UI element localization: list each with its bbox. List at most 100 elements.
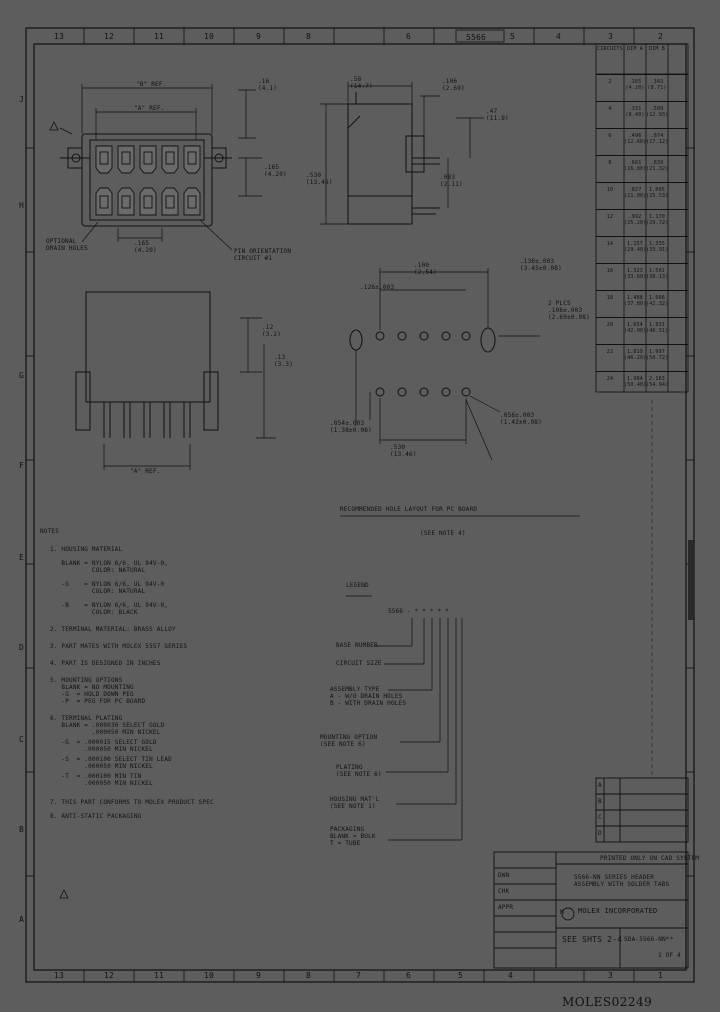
col-b-3: 3 [608,971,614,980]
dim-a-ref-front: "A" REF. [130,468,161,475]
legend-title: LEGEND [346,582,369,589]
top-view-dims [59,84,262,251]
dim-165-pitch: .165 (4.20) [134,240,157,254]
table-cell-dim-a: .661 (16.80) [624,160,647,172]
table-cell-circuits: 4 [608,106,612,112]
note-line: -P = PEG FOR PC BOARD [50,698,146,705]
table-cell-dim-a: 1.984 (50.40) [624,376,647,388]
table-cell-dim-a: 1.157 (29.40) [624,241,647,253]
table-cell-circuits: 20 [606,322,614,328]
col-b-5: 5 [458,971,464,980]
col-dim-b: DIM B [648,46,666,52]
note-line: COLOR: NATURAL [50,588,146,595]
dim-pcb-b: .100 (2.54) [414,262,437,276]
table-cell-dim-a: 1.654 (42.00) [624,322,647,334]
row-A: A [19,915,25,924]
note-line: BLANK = NYLON 6/6, UL 94V-0, [50,560,169,567]
col-b-10: 10 [204,971,215,980]
table-row: 6.496 (12.60).674 (17.12) [596,128,688,155]
row-B: B [19,825,25,834]
table-cell-dim-b: 1.005 (25.53) [646,187,669,199]
front-view-dims [103,317,276,470]
dim-106: .106 (2.69) [442,78,465,92]
note-line: BLANK = .000030 SELECT GOLD [50,722,165,729]
outer-border [25,27,695,983]
note-line: 6. TERMINAL PLATING [50,715,123,722]
table-cell-circuits: 24 [606,376,614,382]
table-cell-circuits: 8 [608,160,612,166]
legend-assembly-type: ASSEMBLY TYPE A - W/O DRAIN HOLES B - WI… [330,686,407,707]
dim-126: .126±.003 [360,284,395,291]
col-10: 10 [204,32,215,41]
approval-dwn: DWN [498,872,510,879]
row-C: C [19,735,25,744]
col-b-1: 1 [658,971,664,980]
inner-border [33,43,687,971]
see-sheets: SEE SHTS 2-4 [562,935,623,944]
dim-530: .530 (13.46) [306,172,333,186]
col-b-7: 7 [356,971,362,980]
legend-housing: HOUSING MAT'L (SEE NOTE 1) [330,796,380,810]
pcb-dims [340,268,580,517]
table-cell-dim-a: .827 (21.00) [624,187,647,199]
cad-header: PRINTED ONLY ON CAD SYSTEM [600,855,700,862]
col-circuits: CIRCUITS [597,46,623,52]
col-9: 9 [256,32,262,41]
table-cell-dim-b: 1.831 (46.51) [646,322,669,334]
row-D: D [19,643,25,652]
table-cell-dim-a: .165 (4.20) [625,79,645,91]
side-view-dims [320,82,484,225]
legend-circuit-size: CIRCUIT SIZE [336,660,382,667]
label-pcb-layout: RECOMMENDED HOLE LAYOUT FOR PC BOARD [340,506,478,513]
dim-530-pcb: .530 (13.46) [390,444,417,458]
approval-chk: CHK [498,888,510,895]
side-view [347,92,440,225]
table-cell-circuits: 18 [606,295,614,301]
part-description: 5566-NN SERIES HEADER ASSEMBLY WITH SOLD… [574,874,670,888]
dim-table-grid [595,43,689,393]
table-cell-circuits: 2 [608,79,612,85]
label-pin-orientation: PIN ORIENTATION CIRCUIT #1 [234,248,292,262]
table-cell-circuits: 6 [608,133,612,139]
table-cell-dim-a: .331 (8.40) [625,106,645,118]
note-line: .000050 MIN NICKEL [50,780,153,787]
sheet-number: 1 OF 4 [658,952,681,959]
col-4: 4 [556,32,562,41]
note-line: 3. PART MATES WITH MOLEX 5557 SERIES [50,643,188,650]
rev-c: C [598,814,602,821]
note-line: BLANK = NO MOUNTING [50,684,134,691]
row-J: J [19,95,25,104]
doc-number: SDA-5566-NN** [624,936,674,943]
note-line: 5. MOUNTING OPTIONS [50,677,123,684]
note-line: -G = HOLD DOWN PEG [50,691,134,698]
molex-logo-icon: M [560,909,564,916]
row-H: H [19,201,25,210]
table-row: 12.992 (25.20)1.170 (29.72) [596,209,688,236]
warning-triangle-icon [59,889,69,899]
label-optional-drain: OPTIONAL DRAIN HOLES [46,238,88,252]
col-b-8: 8 [306,971,312,980]
approval-appr: APPR [498,904,514,911]
front-view [75,291,219,438]
note-line: -B = NYLON 6/6, UL 94V-0, [50,602,169,609]
note-line: .000050 MIN NICKEL [50,746,153,753]
title-block-grid [493,777,689,969]
note-line: -T = .000100 MIN TIN [50,773,142,780]
notes-list: 1. HOUSING MATERIAL BLANK = NYLON 6/6, U… [50,546,214,820]
series-label: 5566 [466,33,487,42]
col-11: 11 [154,32,165,41]
notes-title: NOTES [40,528,60,535]
company-name: MOLEX INCORPORATED [578,907,658,915]
table-row: 8.661 (16.80).839 (21.32) [596,155,688,182]
table-cell-dim-b: .674 (17.12) [646,133,669,145]
dim-table-body: 2.165 (4.20).343 (8.71)4.331 (8.40).509 … [596,74,688,398]
table-cell-circuits: 22 [606,349,614,355]
note-line: 1. HOUSING MATERIAL [50,546,123,553]
col-b-12: 12 [104,971,115,980]
table-cell-dim-a: .992 (25.20) [624,214,647,226]
legend-mounting-option: MOUNTING OPTION (SEE NOTE 6) [320,734,378,748]
dim-b-ref: "B" REF. [136,81,167,88]
rev-a: A [598,782,602,789]
